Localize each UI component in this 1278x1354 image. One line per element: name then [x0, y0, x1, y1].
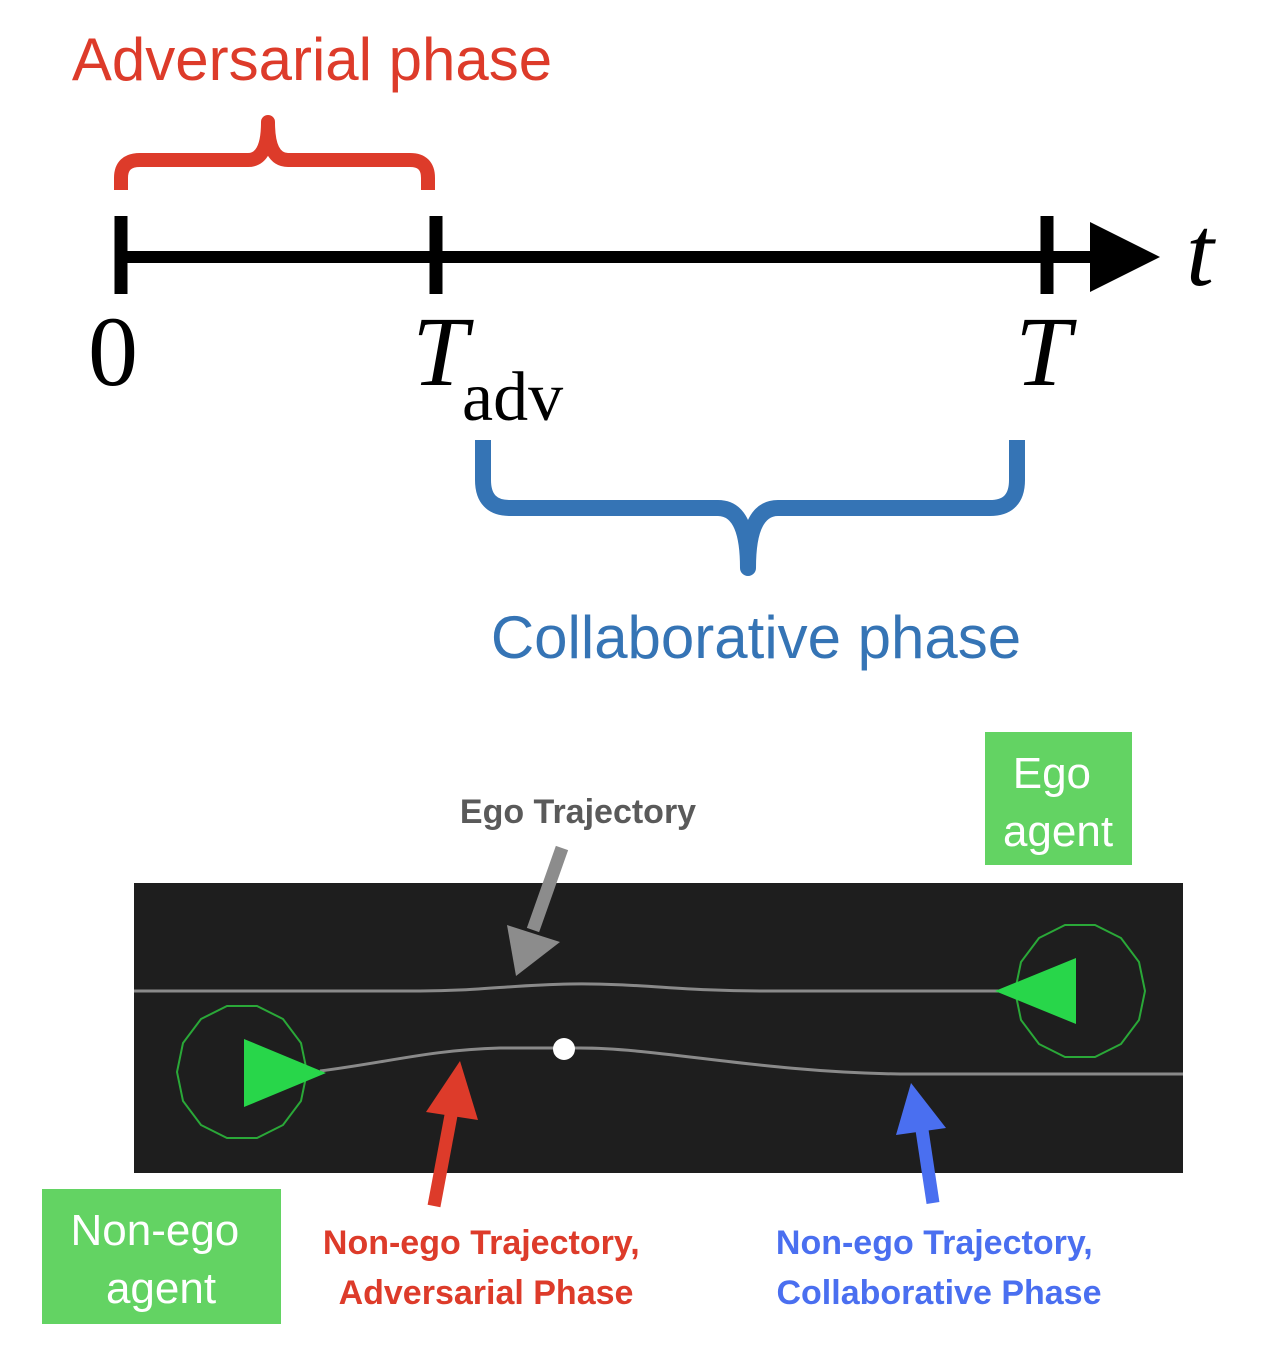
- svg-text:Non-ego agent: Non-ego agent: [70, 1206, 251, 1313]
- ego-agent-label-line2: agent: [1003, 807, 1113, 856]
- nonego-collaborative-label-line1: Non-ego Trajectory,: [776, 1224, 1093, 1262]
- phase-transition-point: [553, 1038, 575, 1060]
- tick-tadv-label-main: T: [412, 296, 474, 407]
- tick-zero-label: 0: [88, 296, 138, 407]
- nonego-trajectory-line: [319, 1046, 1183, 1076]
- ego-trajectory-line: [134, 982, 1000, 993]
- adversarial-phase-brace: [114, 115, 435, 190]
- nonego-adversarial-label-line2: Adversarial Phase: [339, 1274, 634, 1312]
- collaborative-phase-label: Collaborative phase: [491, 604, 1021, 671]
- ego-agent-triangle: [995, 958, 1076, 1024]
- scene: Ego agent Ego Trajectory Non-ego: [42, 732, 1183, 1324]
- timeline: Adversarial phase 0 T adv T t Collaborat…: [72, 26, 1216, 671]
- time-axis-arrowhead: [1090, 222, 1160, 292]
- collaborative-arrow-head: [896, 1083, 946, 1135]
- nonego-agent-circle: [175, 1005, 309, 1139]
- simulation-panel: [134, 883, 1183, 1173]
- nonego-agent-label-line1: Non-ego: [70, 1206, 239, 1255]
- collaborative-arrow-shaft: [915, 1129, 940, 1204]
- ego-agent-label-box: [985, 732, 1132, 865]
- ego-trajectory-arrow-head: [507, 925, 560, 976]
- tick-tadv-label-sub: adv: [462, 359, 563, 436]
- tick-T-label: T: [1015, 296, 1077, 407]
- svg-text:Ego agent: Ego agent: [1003, 749, 1113, 856]
- adversarial-arrow-shaft: [427, 1108, 459, 1208]
- axis-variable-label: t: [1186, 196, 1216, 307]
- adversarial-phase-label: Adversarial phase: [72, 26, 552, 93]
- nonego-adversarial-label-line1: Non-ego Trajectory,: [323, 1224, 640, 1262]
- nonego-collaborative-label-line2: Collaborative Phase: [776, 1274, 1101, 1312]
- collaborative-phase-brace: [475, 440, 1025, 576]
- nonego-agent-triangle: [244, 1039, 326, 1107]
- ego-trajectory-label: Ego Trajectory: [460, 793, 696, 831]
- nonego-agent-label-box: [42, 1189, 281, 1324]
- ego-trajectory-arrow-shaft: [526, 845, 569, 933]
- svg-text:Non-ego Trajectory, Coll: Non-ego Trajectory, Collaborative Phase: [776, 1224, 1102, 1312]
- ego-agent-label-line1: Ego: [1013, 749, 1091, 798]
- adversarial-arrow-head: [426, 1061, 478, 1120]
- nonego-agent-label-line2: agent: [106, 1264, 216, 1313]
- svg-text:Non-ego Trajectory, Adve: Non-ego Trajectory, Adversarial Phase: [323, 1224, 649, 1312]
